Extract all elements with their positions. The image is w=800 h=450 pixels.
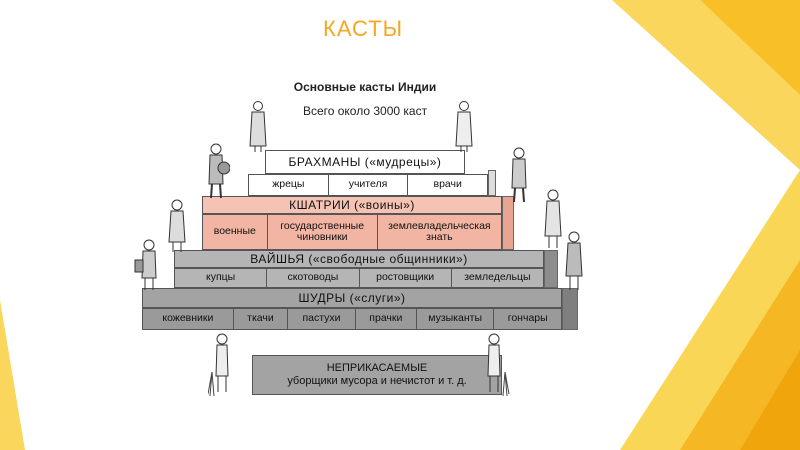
- deco-left-corner: [0, 300, 25, 450]
- warrior-figure-left-icon: [208, 143, 230, 198]
- role-cell: учителя: [329, 175, 409, 195]
- vaishya-figure-right-icon: [544, 189, 562, 248]
- role-cell: прачки: [356, 309, 417, 329]
- shudras-title: ШУДРЫ («слуги»): [142, 288, 562, 308]
- deco-band-4: [740, 350, 800, 450]
- shudras-roles: кожевники ткачи пастухи прачки музыканты…: [142, 308, 562, 330]
- vaishyas-step-shadow: [544, 250, 558, 288]
- slide-title: КАСТЫ: [323, 16, 404, 41]
- role-cell: государственные чиновники: [268, 215, 378, 249]
- role-cell: ткачи: [234, 309, 289, 329]
- deco-band-3: [680, 260, 800, 450]
- role-cell: кожевники: [143, 309, 234, 329]
- role-cell: скотоводы: [267, 269, 360, 287]
- vaishya-figure-left-icon: [168, 199, 186, 252]
- deco-band-2: [620, 170, 800, 450]
- shudra-figure-right-icon: [565, 231, 583, 290]
- kshatriyas-title: КШАТРИИ («воины»): [202, 196, 502, 214]
- caste-diagram: Основные касты Индии Всего около 3000 ка…: [130, 70, 590, 405]
- diagram-heading: Основные касты Индии: [293, 80, 437, 94]
- warrior-figure-right-icon: [511, 147, 527, 202]
- role-cell: купцы: [175, 269, 268, 287]
- vaishyas-roles: купцы скотоводы ростовщики земледельцы: [174, 268, 544, 288]
- brahmins-roles: жрецы учителя врачи: [248, 174, 488, 196]
- untouchable-figure-left-icon: [208, 333, 229, 397]
- diagram-subheading: Всего около 3000 каст: [302, 104, 428, 118]
- shudras-step-shadow: [562, 288, 578, 330]
- role-cell: гончары: [507, 312, 548, 325]
- role-cell: ростовщики: [360, 269, 452, 287]
- brahmins-title: БРАХМАНЫ («мудрецы»): [265, 150, 465, 174]
- kshatriyas-step-shadow: [502, 196, 514, 250]
- role-cell: жрецы: [249, 175, 329, 195]
- role-cell: музыканты: [417, 309, 495, 329]
- role-cell: врачи: [433, 178, 462, 191]
- shudra-figure-left-icon: [134, 239, 157, 290]
- untouchables-box: НЕПРИКАСАЕМЫЕ уборщики мусора и нечистот…: [252, 355, 502, 395]
- untouchables-roles: уборщики мусора и нечистот и т. д.: [287, 375, 467, 387]
- role-cell: военные: [203, 215, 268, 249]
- deco-band-1: [700, 0, 800, 95]
- role-cell: землевладельческая знать: [388, 219, 491, 243]
- kshatriyas-roles: военные государственные чиновники землев…: [202, 214, 502, 250]
- brahmin-figure-left-icon: [249, 101, 267, 152]
- untouchable-figure-right-icon: [487, 333, 510, 397]
- vaishyas-title: ВАЙШЬЯ («свободные общинники»): [174, 250, 544, 268]
- deco-triangle-top: [612, 0, 800, 170]
- untouchables-title: НЕПРИКАСАЕМЫЕ: [326, 361, 428, 374]
- brahmins-step-shadow: [488, 170, 496, 196]
- role-cell: земледельцы: [464, 271, 531, 284]
- brahmin-figure-right-icon: [455, 101, 473, 152]
- role-cell: пастухи: [288, 309, 356, 329]
